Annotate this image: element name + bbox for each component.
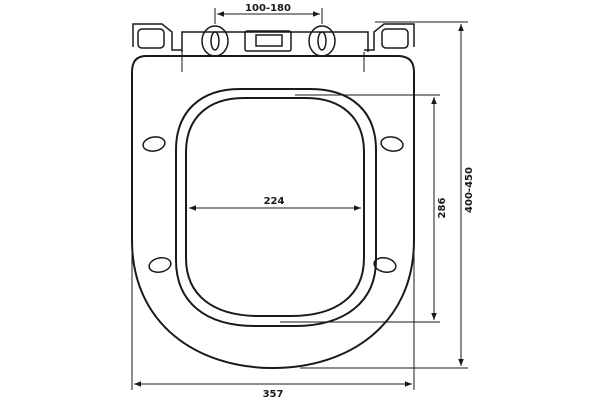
seat-ring-outer: [175, 88, 377, 327]
inner-width-label: 224: [264, 196, 285, 207]
dimension-overall-length: 400-450: [300, 21, 475, 369]
overall-width-label: 357: [263, 389, 284, 400]
dimension-inner-length: 286: [280, 94, 448, 323]
dimension-inner-width: 224: [189, 196, 361, 211]
left-hinge-bracket: [132, 23, 182, 51]
seat-ring-inner: [185, 97, 365, 317]
dimension-overall-width: 357: [131, 240, 415, 400]
bumper-pads: [142, 136, 404, 273]
hinge-plate: [181, 25, 369, 72]
overall-length-label: 400-450: [464, 167, 475, 213]
dimension-hinge-spacing: 100-180: [214, 3, 323, 24]
seat-outer-outline: [131, 55, 415, 370]
right-hinge-bracket: [364, 23, 415, 51]
inner-length-label: 286: [437, 198, 448, 219]
hinge-spacing-label: 100-180: [245, 3, 291, 14]
